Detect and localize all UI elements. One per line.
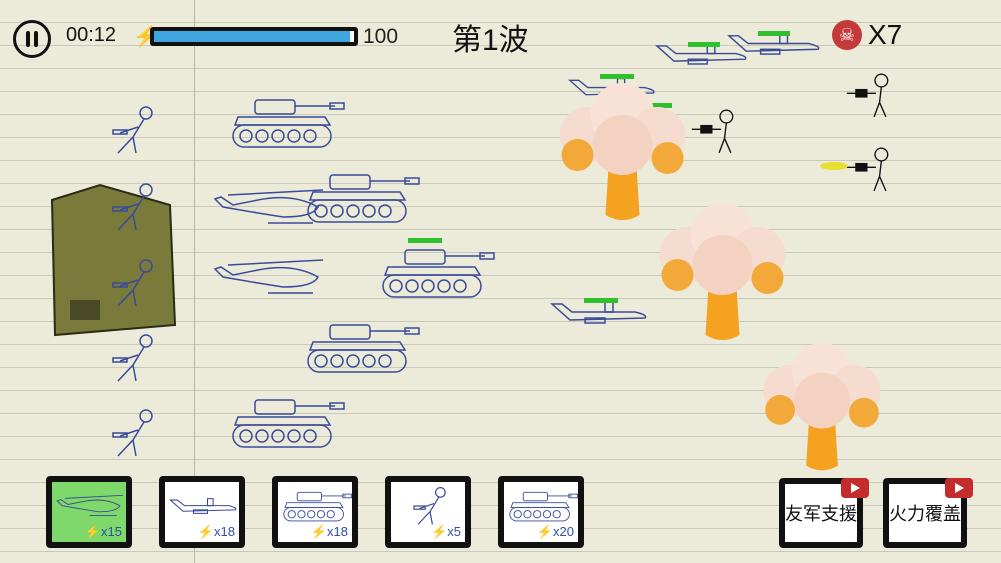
enemy-plane [656, 43, 747, 65]
pause-button[interactable] [13, 20, 51, 58]
rocket-launcher-truck-icon [509, 491, 578, 522]
enemy-soldier [846, 147, 889, 192]
energy-icon: ⚡ [310, 524, 328, 539]
energy-max: 100 [363, 25, 399, 48]
enemy-planes [551, 31, 820, 324]
explosions [559, 83, 881, 471]
energy-fill [154, 31, 350, 42]
explosion [763, 342, 881, 471]
timer: 00:12 [66, 24, 117, 46]
energy-icon: ⚡ [197, 524, 215, 539]
unit-cost: ⚡x18 [310, 524, 348, 539]
ally-soldier [112, 409, 153, 457]
enemy-soldier [691, 109, 734, 154]
bomber-plane-icon [169, 497, 238, 515]
ally-tank [307, 174, 420, 223]
energy-icon: ⚡ [431, 524, 448, 539]
enemy-soldiers [691, 73, 889, 192]
pause-icon [26, 31, 30, 47]
ally-tanks [232, 99, 495, 448]
unit-card-flamethrower-soldier[interactable]: ⚡x5 [385, 476, 471, 548]
notebook-margin-line [194, 0, 195, 563]
wave-title: 第1波 [452, 24, 529, 57]
fire-cover-button[interactable]: 火力覆盖 [883, 478, 973, 548]
ally-bunker [50, 183, 177, 337]
ally-tank [307, 324, 420, 373]
unit-card-helicopter[interactable]: ⚡x15 [46, 476, 132, 548]
energy-icon: ⚡ [536, 524, 554, 539]
helicopter-icon [56, 494, 124, 517]
unit-card-tank[interactable]: ⚡x18 [272, 476, 358, 548]
ally-soldier [112, 106, 153, 154]
energy-icon: ⚡ [84, 524, 102, 539]
support-label: 火力覆盖 [889, 504, 961, 525]
ally-tank [382, 249, 495, 298]
skull-icon: ☠ [832, 20, 862, 50]
ally-tank [232, 399, 345, 448]
explosion [659, 203, 786, 340]
flamethrower-soldier-icon [413, 487, 446, 526]
unit-cost: ⚡x18 [197, 524, 235, 539]
ally-helicopter [214, 189, 324, 224]
muzzle-flash [820, 162, 848, 170]
unit-cost: ⚡x15 [84, 524, 122, 539]
ally-helicopter [214, 259, 324, 294]
video-ad-icon [945, 478, 973, 498]
ally-soldier [112, 334, 153, 382]
unit-card-bomber-plane[interactable]: ⚡x18 [159, 476, 245, 548]
enemy-plane [728, 33, 820, 55]
ally-tank [232, 99, 345, 148]
health-bar [408, 238, 442, 243]
enemy-soldier [846, 73, 889, 118]
unit-cost: ⚡x5 [431, 524, 461, 539]
ally-support-button[interactable]: 友军支援 [779, 478, 869, 548]
unit-cost: ⚡x20 [536, 524, 574, 539]
enemy-plane [551, 301, 647, 324]
video-ad-icon [841, 478, 869, 498]
tank-icon [283, 491, 352, 522]
ally-helicopters [214, 189, 324, 294]
unit-card-rocket-launcher-truck[interactable]: ⚡x20 [498, 476, 584, 548]
kill-count: X7 [868, 19, 903, 50]
energy-bar [150, 27, 358, 46]
support-label: 友军支援 [785, 504, 857, 525]
